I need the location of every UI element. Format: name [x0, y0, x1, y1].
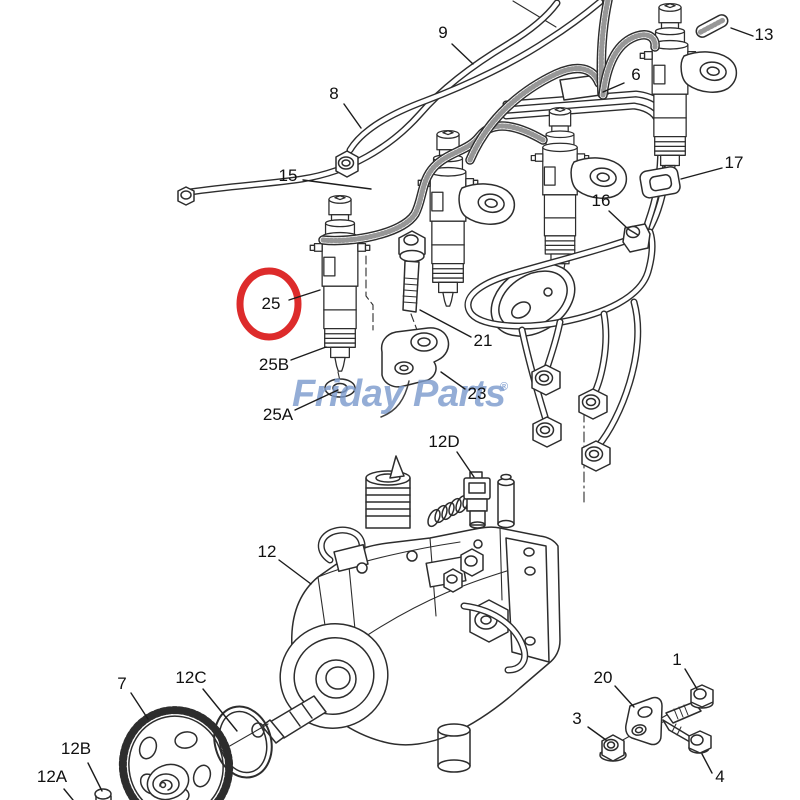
part-label-17: 17 [725, 153, 744, 172]
leader-line-12 [278, 559, 312, 585]
leader-line-13 [730, 27, 754, 37]
leader-line-8 [343, 103, 362, 129]
leader-line-9 [451, 43, 474, 65]
leader-line-23 [440, 371, 466, 390]
leader-line-20 [614, 685, 635, 708]
return-line-nut-4 [581, 440, 611, 472]
part-label-12A: 12A [37, 767, 68, 786]
part-label-12C: 12C [175, 668, 206, 687]
part-label-12B: 12B [61, 739, 91, 758]
part-label-3: 3 [572, 709, 581, 728]
leader-line-25 [288, 289, 321, 301]
part-label-4: 4 [715, 767, 724, 786]
injector-clamp-23 [380, 327, 450, 388]
fuel-line-6-group [502, 73, 673, 236]
dowel-pin-13 [695, 14, 729, 38]
leader-line-16 [608, 210, 627, 228]
part-label-9: 9 [438, 23, 447, 42]
leader-line-12B [87, 762, 103, 792]
part-label-15: 15 [279, 166, 298, 185]
part-label-6: 6 [631, 65, 640, 84]
bracket-20 [625, 696, 663, 746]
pump-coil [365, 455, 411, 529]
part-label-25B: 25B [259, 355, 289, 374]
part-label-23: 23 [468, 384, 487, 403]
pump-hex-nut-top [460, 548, 484, 577]
part-label-8: 8 [329, 84, 338, 103]
highlight-layer [236, 267, 302, 341]
pump-foot [437, 723, 471, 773]
leader-line-25A [294, 389, 339, 411]
watermark-registered: ® [500, 381, 508, 393]
part-label-13: 13 [755, 25, 774, 44]
part-label-25A: 25A [263, 405, 294, 424]
leader-line-1 [684, 668, 698, 690]
offscreen-leader-line [512, 0, 557, 28]
leader-line-12D [456, 451, 475, 478]
highlight-circle-25 [236, 267, 302, 341]
part-label-12D: 12D [428, 432, 459, 451]
part-label-16: 16 [592, 191, 611, 210]
watermark-parts: Parts [413, 373, 506, 415]
nut-3 [599, 734, 627, 762]
leader-line-3 [587, 726, 607, 741]
part-label-1: 1 [672, 650, 681, 669]
return-line-nut-2 [578, 388, 608, 420]
line-clamp-16 [622, 223, 651, 253]
bolt-12B-stub [94, 788, 112, 800]
part-label-12: 12 [258, 542, 277, 561]
line-clip-17 [639, 166, 681, 199]
return-line-nut-3 [532, 416, 562, 448]
leader-line-21 [419, 309, 472, 338]
pump-plunger [497, 473, 515, 529]
sensor-12D [463, 471, 491, 529]
watermark-slash [380, 380, 410, 418]
part-label-25: 25 [262, 294, 281, 313]
locating-line [365, 255, 374, 331]
watermark-friday: Friday [292, 373, 405, 415]
leader-line-7 [130, 692, 149, 720]
leader-line-25B [290, 346, 327, 361]
bracket-hardware-group [599, 684, 714, 762]
leader-line-12C [202, 688, 238, 732]
bolt-21 [398, 230, 426, 331]
o-ring-12C [213, 705, 273, 779]
leader-line-12A [63, 788, 74, 800]
leader-line-17 [680, 167, 723, 180]
part-label-7: 7 [117, 674, 126, 693]
fuel-injector-25 [309, 194, 371, 372]
part-label-20: 20 [594, 668, 613, 687]
watermark: Friday Parts ® [292, 373, 508, 418]
bolt-1 [665, 684, 714, 724]
bolt-4 [662, 719, 712, 754]
fuel-line-9 [177, 0, 561, 206]
leader-line-4 [701, 753, 713, 774]
injection-pump-12 [251, 455, 561, 773]
return-line-nut-1 [531, 364, 561, 396]
drive-gear-7 [118, 706, 234, 800]
leader-line-15 [302, 179, 372, 190]
part-label-21: 21 [474, 331, 493, 350]
fuel-injector-4 [639, 2, 701, 180]
pump-side-bolt [443, 568, 463, 593]
leader-line-6 [602, 82, 625, 93]
pump-mounting-flange [505, 537, 550, 663]
vent-hose-group [318, 0, 660, 246]
fuel-return-line [464, 228, 656, 506]
fuel-line-8 [335, 0, 604, 178]
